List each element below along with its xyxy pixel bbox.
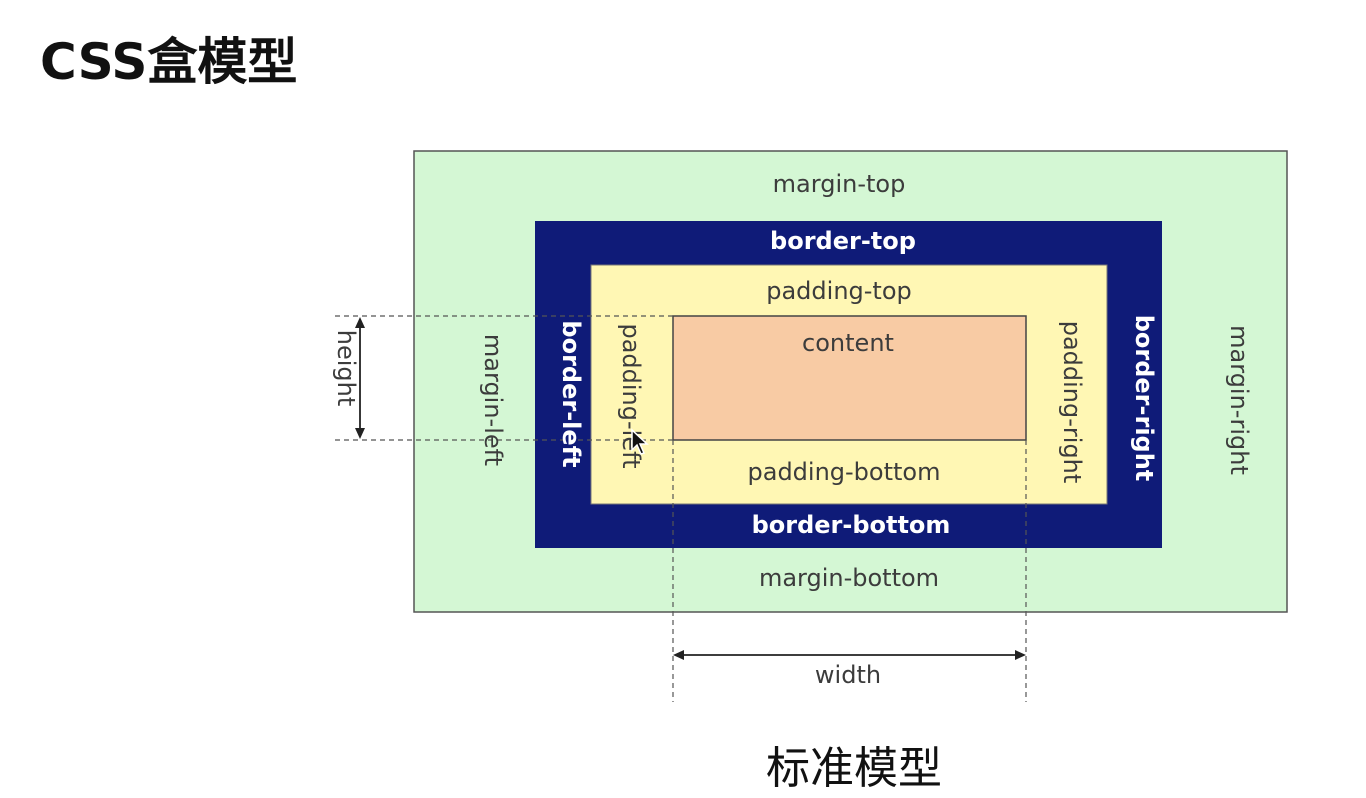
padding-top-label: padding-top (766, 277, 912, 305)
border-left-label: border-left (557, 320, 585, 467)
mouse-cursor-icon (631, 428, 649, 455)
diagram-caption: 标准模型 (766, 743, 942, 794)
width-arrowhead-right (1015, 650, 1026, 660)
height-label: height (332, 330, 360, 407)
height-arrowhead-bottom (355, 428, 365, 439)
margin-top-label: margin-top (773, 170, 906, 198)
border-bottom-label: border-bottom (752, 511, 951, 539)
border-top-label: border-top (770, 227, 916, 255)
border-right-label: border-right (1130, 315, 1158, 482)
height-arrowhead-top (355, 317, 365, 328)
padding-bottom-label: padding-bottom (748, 458, 941, 486)
padding-right-label: padding-right (1058, 321, 1086, 484)
width-arrowhead-left (673, 650, 684, 660)
margin-bottom-label: margin-bottom (759, 564, 939, 592)
page-title: CSS盒模型 (40, 33, 298, 91)
content-box (672, 315, 1027, 441)
margin-right-label: margin-right (1225, 325, 1253, 475)
width-label: width (815, 661, 881, 689)
margin-left-label: margin-left (479, 334, 507, 466)
content-label: content (802, 329, 894, 357)
